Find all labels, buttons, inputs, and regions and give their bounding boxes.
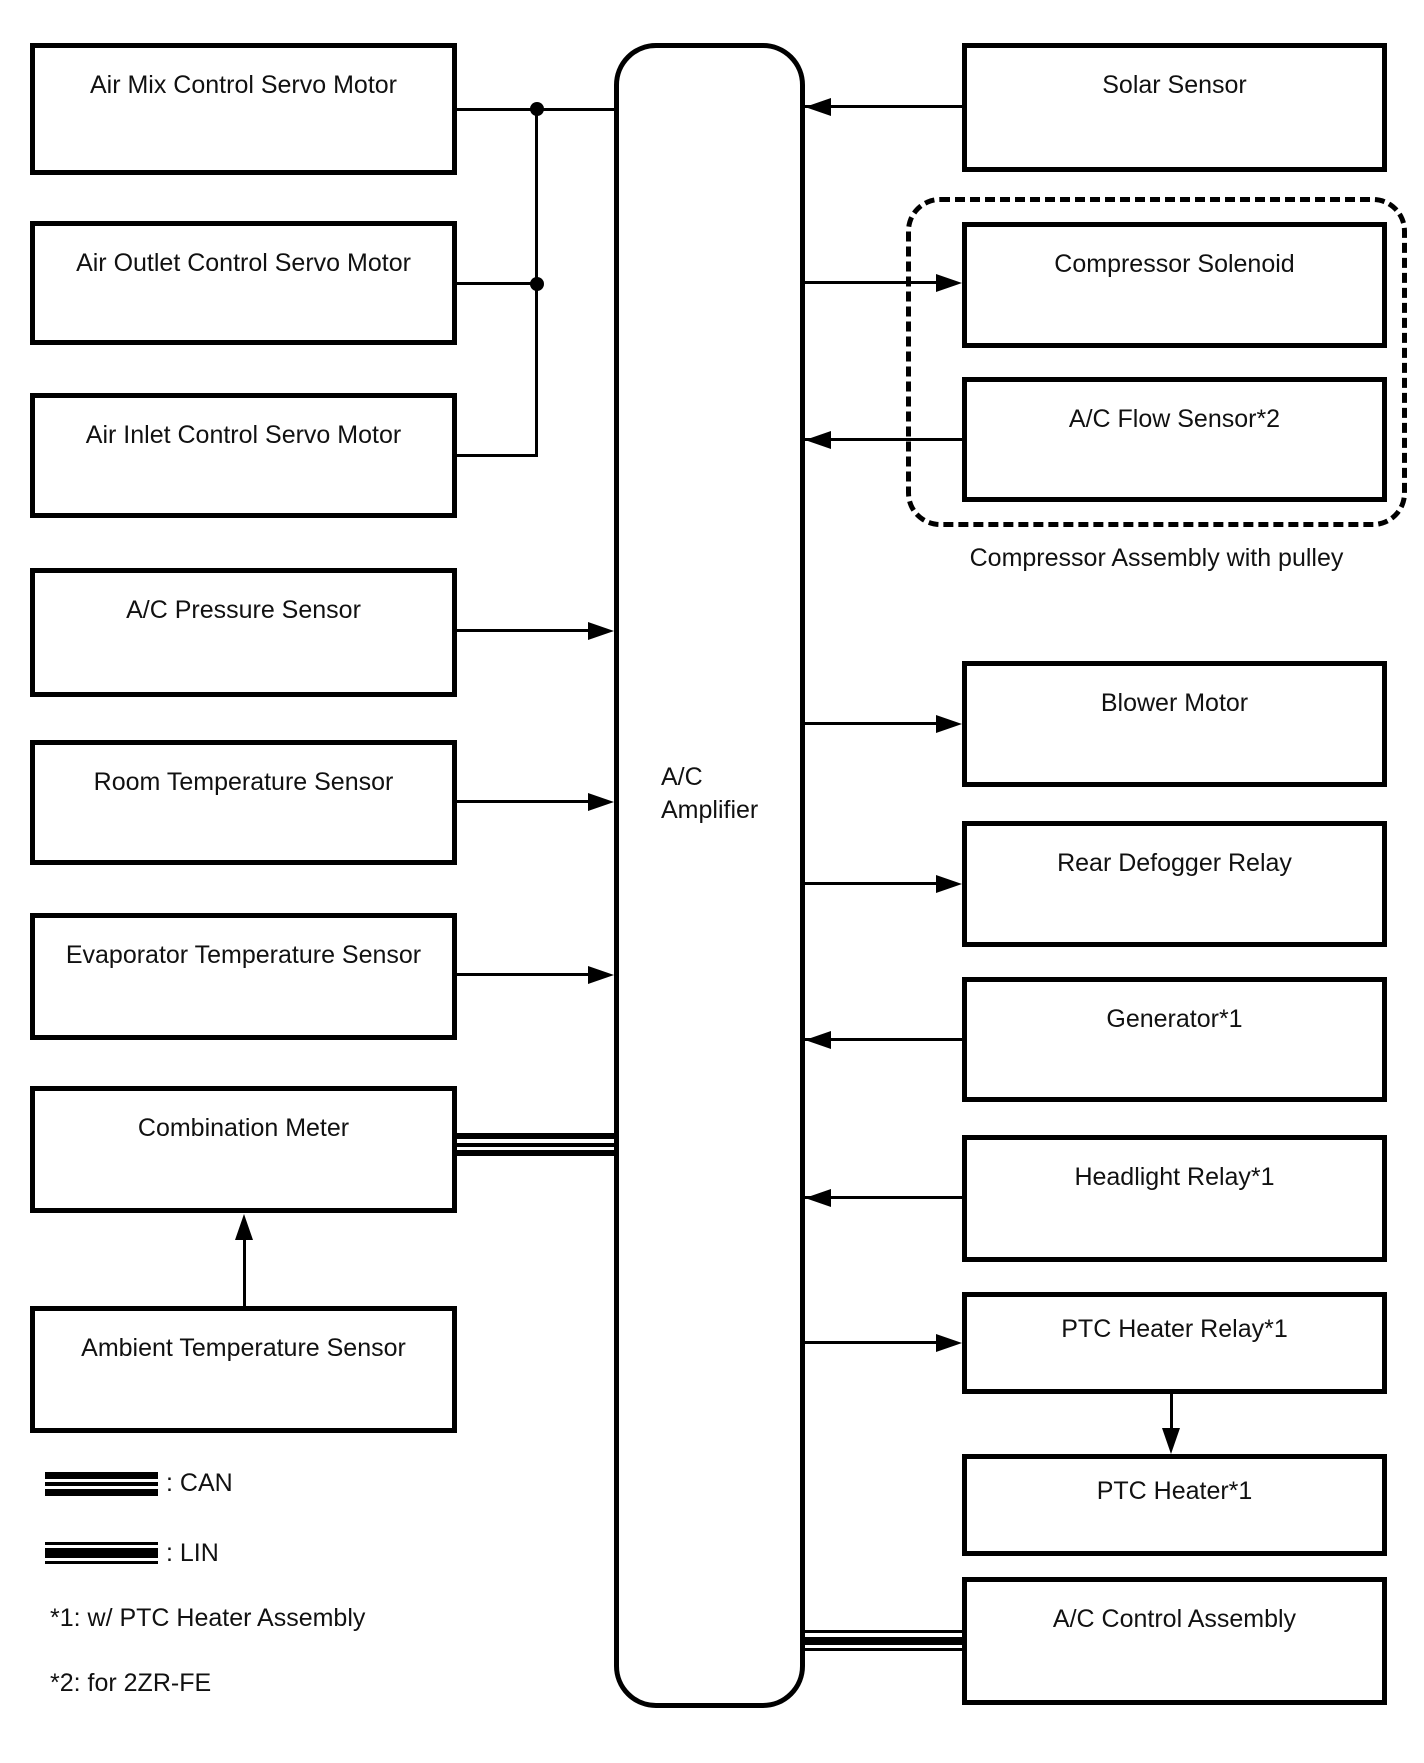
box-label: A/C Control Assembly [1052,1605,1297,1633]
box-label: Evaporator Temperature Sensor [65,941,422,969]
box-ac-control-assembly: A/C Control Assembly [962,1577,1387,1705]
connector-air-outlet [457,282,538,285]
box-compressor-solenoid: Compressor Solenoid [962,222,1387,348]
can-bus-line [457,1143,614,1147]
box-label: Air Inlet Control Servo Motor [85,421,402,449]
box-label: Combination Meter [137,1114,350,1142]
box-room-temperature-sensor: Room Temperature Sensor [30,740,457,865]
box-headlight-relay: Headlight Relay*1 [962,1135,1387,1262]
connector-evaporator [457,973,597,976]
connector-ptc-relay-to-heater [1170,1394,1173,1432]
can-bus-line [457,1133,614,1139]
box-solar-sensor: Solar Sensor [962,43,1387,172]
box-ptc-heater-relay: PTC Heater Relay*1 [962,1292,1387,1394]
arrowhead-generator-icon [805,1031,831,1049]
box-air-outlet-control-servo-motor: Air Outlet Control Servo Motor [30,221,457,345]
ac-amplifier-label-line1: A/C [661,763,703,791]
lin-bus-line [805,1637,962,1645]
can-legend-label: : CAN [166,1469,233,1497]
footnote-2: *2: for 2ZR-FE [50,1669,212,1697]
box-evaporator-temperature-sensor: Evaporator Temperature Sensor [30,913,457,1040]
connector-blower-motor [805,722,936,725]
arrowhead-blower-motor-icon [936,715,962,733]
arrowhead-ambient-up-icon [235,1214,253,1240]
box-label: A/C Pressure Sensor [126,596,361,624]
box-label: Rear Defogger Relay [1057,849,1292,877]
box-ac-pressure-sensor: A/C Pressure Sensor [30,568,457,697]
lin-bus-line [805,1630,962,1633]
connector-rear-defogger [805,882,936,885]
box-label: Air Mix Control Servo Motor [89,71,398,99]
connector-air-inlet [457,454,538,457]
lin-legend-symbol-icon [45,1561,158,1564]
connector-ac-flow-sensor [805,438,962,441]
ac-amplifier-box [614,43,805,1708]
box-blower-motor: Blower Motor [962,661,1387,787]
lin-legend-symbol-icon [45,1548,158,1558]
box-label: Room Temperature Sensor [93,768,394,796]
box-label: Air Outlet Control Servo Motor [76,249,411,277]
box-label: Ambient Temperature Sensor [81,1334,406,1362]
box-generator: Generator*1 [962,977,1387,1102]
arrowhead-solar-icon [805,98,831,116]
can-legend-symbol-icon [45,1472,158,1479]
box-label: PTC Heater*1 [1096,1477,1253,1505]
box-air-mix-control-servo-motor: Air Mix Control Servo Motor [30,43,457,175]
connector-ac-pressure [457,629,597,632]
junction-dot [530,102,544,116]
box-label: A/C Flow Sensor*2 [1068,405,1281,433]
connector-compressor-solenoid [805,281,936,284]
arrowhead-rear-defogger-icon [936,875,962,893]
connector-room-temp [457,800,597,803]
box-ac-flow-sensor: A/C Flow Sensor*2 [962,377,1387,502]
footnote-1: *1: w/ PTC Heater Assembly [50,1604,366,1632]
connector-ptc-heater-relay [805,1341,936,1344]
can-legend-symbol-icon [45,1482,158,1486]
box-label: Solar Sensor [1102,71,1247,99]
compressor-assembly-caption: Compressor Assembly with pulley [969,544,1344,572]
arrowhead-room-temp-icon [588,793,614,811]
ac-amplifier-label: A/C Amplifier [661,761,758,827]
box-label: Generator*1 [1106,1005,1243,1033]
arrowhead-ptc-heater-relay-icon [936,1334,962,1352]
connector-solar [805,105,962,108]
box-label: Headlight Relay*1 [1074,1163,1275,1191]
box-air-inlet-control-servo-motor: Air Inlet Control Servo Motor [30,393,457,518]
connector-generator [805,1038,962,1041]
arrowhead-headlight-relay-icon [805,1189,831,1207]
box-combination-meter: Combination Meter [30,1086,457,1213]
box-rear-defogger-relay: Rear Defogger Relay [962,821,1387,947]
arrowhead-ac-pressure-icon [588,622,614,640]
lin-legend-label: : LIN [166,1539,219,1567]
arrowhead-evaporator-icon [588,966,614,984]
arrowhead-ptc-heater-down-icon [1162,1428,1180,1454]
box-ptc-heater: PTC Heater*1 [962,1454,1387,1556]
arrowhead-compressor-solenoid-icon [936,274,962,292]
lin-bus-line [805,1648,962,1651]
box-label: Compressor Solenoid [1054,250,1295,278]
compressor-assembly-group-outline [906,197,1407,527]
lin-legend-symbol-icon [45,1542,158,1545]
box-ambient-temperature-sensor: Ambient Temperature Sensor [30,1306,457,1433]
box-label: PTC Heater Relay*1 [1061,1315,1288,1343]
can-bus-line [457,1150,614,1156]
connector-headlight-relay [805,1196,962,1199]
junction-dot [530,277,544,291]
box-label: Blower Motor [1100,689,1249,717]
ac-amplifier-label-line2: Amplifier [661,796,759,824]
connector-ambient [243,1238,246,1306]
can-legend-symbol-icon [45,1489,158,1496]
arrowhead-ac-flow-sensor-icon [805,431,831,449]
